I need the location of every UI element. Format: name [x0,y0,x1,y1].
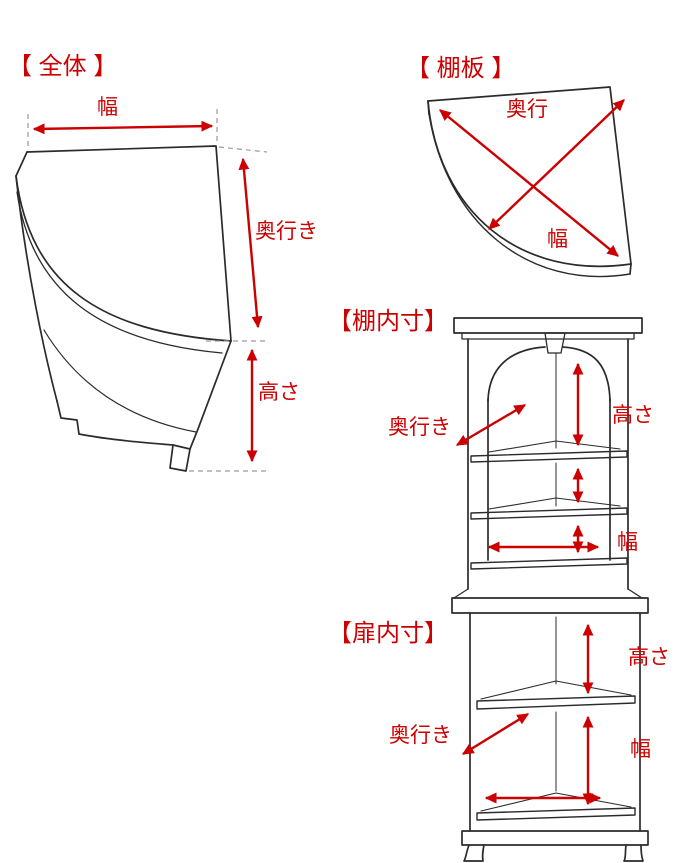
shelf-inner-depth-arrow [455,403,527,447]
shelf-inner-height-label: 高さ [612,404,654,427]
shelf-board-depth-label: 奥行 [506,98,548,121]
door-inner-depth-label: 奥行き [389,724,452,747]
shelf-inner-section-title: 【棚内寸】 [328,308,448,335]
shelf-board-arrows [439,99,625,257]
shelf-board-section-title: 【 棚板 】 [406,55,516,82]
shelf-board-width-label: 幅 [547,228,568,251]
door-inner-section-title: 【扉内寸】 [328,620,448,647]
overall-guide-lines [27,109,268,472]
shelf-inner-depth-label: 奥行き [388,416,451,439]
shelf-inner-arrows [455,362,600,554]
shelf-inner-width-label: 幅 [617,531,638,554]
overall-height-label: 高さ [258,381,300,404]
overall-depth-arrow [238,157,263,329]
overall-width-label: 幅 [97,96,118,119]
overall-arrows [32,120,263,463]
overall-width-arrow [32,120,214,135]
shelf-inner-drawing [451,317,649,614]
overall-section-title: 【 全体 】 [8,53,118,80]
overall-depth-label: 奥行き [255,220,318,243]
overall-cabinet-drawing [15,145,232,472]
door-inner-width-label: 幅 [630,738,651,761]
door-inner-height-label: 高さ [628,646,670,669]
door-inner-depth-arrow [461,712,530,756]
shelf-board-width-arrow [488,99,625,230]
door-inner-arrows [461,623,602,806]
